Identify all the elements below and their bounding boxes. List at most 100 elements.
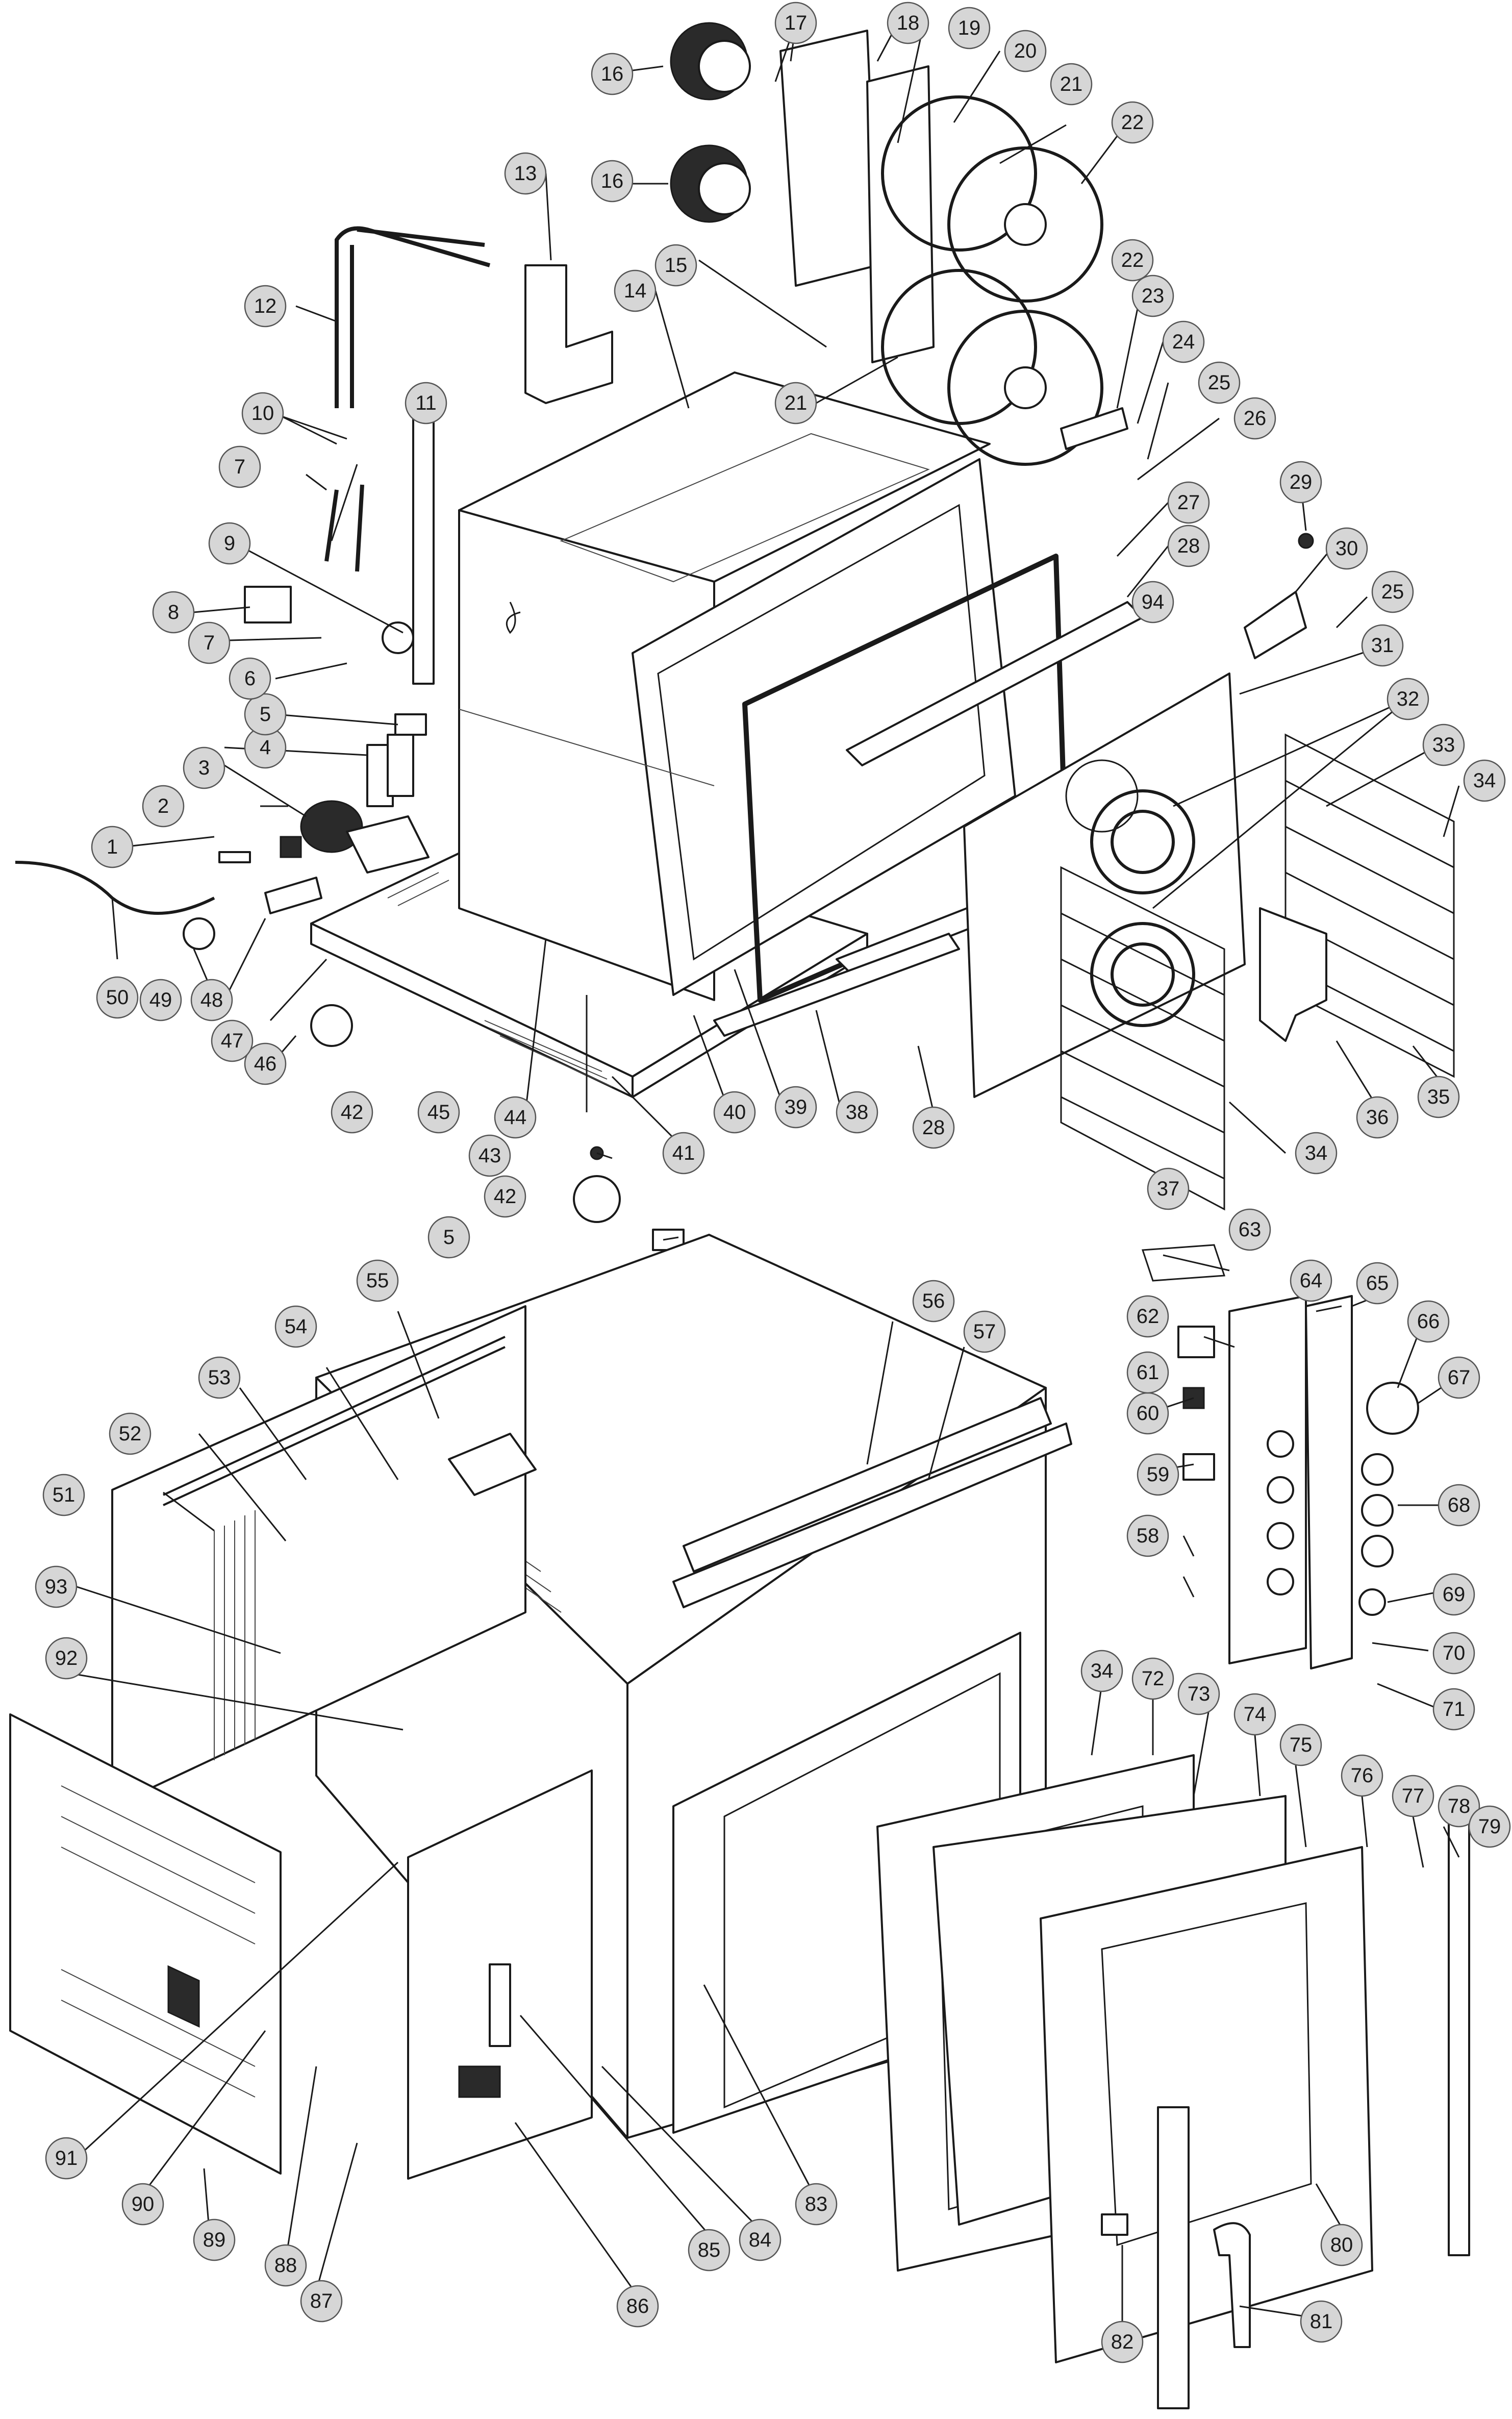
callout-59: 59	[1137, 1453, 1179, 1496]
svg-text:56: 56	[922, 1290, 945, 1312]
fan-baffle	[963, 672, 1246, 1098]
svg-text:46: 46	[254, 1053, 277, 1075]
callout-64: 64	[1290, 1259, 1332, 1302]
callout-40: 40	[713, 1091, 756, 1134]
callout-43: 43	[468, 1134, 511, 1177]
svg-text:36: 36	[1366, 1106, 1389, 1129]
callout-51: 51	[42, 1474, 85, 1516]
svg-text:18: 18	[897, 12, 920, 34]
svg-text:33: 33	[1432, 734, 1455, 756]
svg-text:52: 52	[119, 1423, 142, 1445]
callout-31: 31	[1361, 624, 1404, 667]
callout-5-bottom: 5	[427, 1216, 470, 1259]
callout-44: 44	[494, 1096, 537, 1139]
control-panel	[1141, 1244, 1419, 1669]
callout-7-upper: 7	[218, 445, 261, 488]
callout-12: 12	[244, 285, 287, 328]
component-plate	[407, 1769, 593, 2180]
callout-73: 73	[1177, 1673, 1220, 1715]
callout-86: 86	[616, 2285, 659, 2328]
svg-text:4: 4	[260, 736, 271, 759]
callout-35: 35	[1417, 1076, 1460, 1118]
svg-text:39: 39	[785, 1096, 808, 1118]
svg-text:78: 78	[1448, 1795, 1471, 1817]
callout-52: 52	[109, 1412, 152, 1455]
svg-text:5: 5	[260, 703, 271, 726]
svg-text:51: 51	[53, 1484, 75, 1506]
callout-15: 15	[654, 244, 697, 287]
svg-text:87: 87	[310, 2290, 333, 2312]
svg-text:30: 30	[1335, 537, 1358, 560]
svg-text:86: 86	[626, 2295, 649, 2317]
rack-left	[1060, 866, 1225, 1211]
svg-text:37: 37	[1157, 1178, 1180, 1200]
oven-cavity	[458, 371, 1016, 1001]
svg-text:47: 47	[221, 1030, 244, 1052]
svg-text:15: 15	[665, 254, 688, 277]
callout-21-upper: 21	[1050, 63, 1093, 106]
svg-text:85: 85	[698, 2239, 721, 2261]
svg-text:7: 7	[204, 632, 215, 654]
svg-text:65: 65	[1366, 1272, 1389, 1294]
callout-62: 62	[1126, 1295, 1169, 1338]
svg-text:82: 82	[1111, 2331, 1134, 2353]
svg-text:19: 19	[958, 17, 981, 39]
svg-text:32: 32	[1397, 688, 1420, 710]
leader-lines	[61, 22, 1460, 2322]
callout-22-upper: 22	[1111, 101, 1154, 144]
svg-text:75: 75	[1290, 1734, 1313, 1756]
fan-motors	[670, 22, 751, 223]
callout-13: 13	[504, 152, 547, 195]
svg-text:34: 34	[1091, 1660, 1114, 1682]
callout-69: 69	[1432, 1573, 1475, 1616]
svg-text:94: 94	[1142, 591, 1165, 613]
svg-text:35: 35	[1427, 1086, 1450, 1108]
svg-text:88: 88	[274, 2254, 297, 2277]
callout-90: 90	[121, 2183, 164, 2226]
svg-text:10: 10	[251, 402, 274, 425]
svg-text:38: 38	[846, 1101, 869, 1124]
svg-text:76: 76	[1351, 1764, 1374, 1787]
svg-text:64: 64	[1300, 1269, 1323, 1292]
motor-plates	[779, 30, 935, 363]
svg-text:25: 25	[1381, 581, 1404, 603]
svg-text:53: 53	[208, 1366, 231, 1389]
callout-32: 32	[1387, 678, 1429, 720]
callout-45: 45	[417, 1091, 460, 1134]
callout-4: 4	[244, 726, 287, 769]
water-feed-tube	[412, 387, 435, 685]
svg-text:7: 7	[234, 456, 245, 478]
callout-94: 94	[1131, 581, 1174, 624]
callout-19: 19	[948, 7, 991, 49]
svg-text:44: 44	[504, 1106, 527, 1129]
callout-38: 38	[836, 1091, 878, 1134]
svg-text:13: 13	[514, 162, 537, 185]
callout-25-lower: 25	[1371, 570, 1414, 613]
callout-70: 70	[1432, 1632, 1475, 1675]
svg-text:3: 3	[198, 757, 210, 779]
callout-24: 24	[1162, 320, 1205, 363]
callout-16-upper: 16	[591, 53, 634, 95]
callout-18: 18	[887, 2, 929, 44]
callout-77: 77	[1392, 1775, 1434, 1817]
callout-11: 11	[405, 382, 447, 425]
callout-56: 56	[912, 1280, 955, 1323]
callout-3: 3	[183, 746, 225, 789]
svg-text:25: 25	[1208, 371, 1231, 394]
svg-text:43: 43	[478, 1144, 501, 1167]
callout-87: 87	[300, 2280, 343, 2323]
callout-28-upper: 28	[1167, 525, 1210, 567]
callout-47: 47	[211, 1019, 254, 1062]
callout-68: 68	[1438, 1484, 1480, 1527]
side-panel	[111, 1305, 526, 1807]
callout-25-upper: 25	[1198, 361, 1241, 404]
callout-82: 82	[1101, 2321, 1144, 2363]
svg-text:58: 58	[1137, 1525, 1160, 1547]
callout-65: 65	[1356, 1262, 1399, 1305]
callout-88: 88	[264, 2244, 307, 2287]
bracket-23	[1060, 407, 1128, 450]
svg-text:16: 16	[601, 170, 624, 192]
callout-50: 50	[96, 976, 139, 1019]
lower-assembly	[9, 1229, 1470, 2409]
callout-49: 49	[139, 979, 182, 1021]
